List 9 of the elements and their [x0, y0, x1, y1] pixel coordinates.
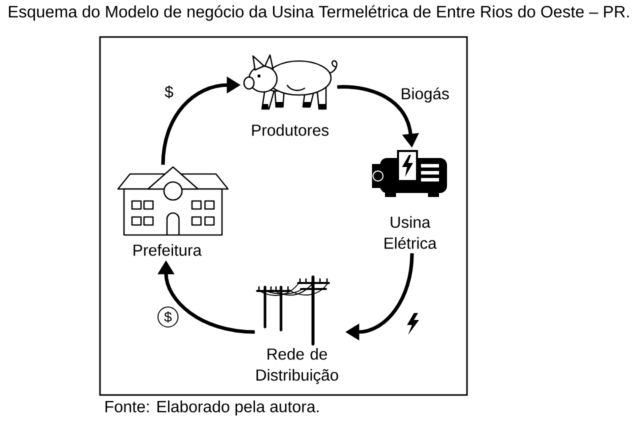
node-label: Prefeitura: [134, 244, 202, 256]
edge-label: $: [164, 84, 174, 100]
edge-label: Biogás: [400, 86, 450, 104]
caption: Fonte: Elaborado pela autora.: [106, 400, 319, 416]
edge-label: $: [158, 306, 178, 328]
node-label: Usina Elétrica: [384, 216, 437, 249]
node-label: Produtores: [252, 124, 329, 136]
title: Esquema do Modelo de negócio da Usina Termelétrica de Entre Rios do Oeste – PR.: [8, 5, 629, 21]
node-label: Rede de Distribuição: [256, 348, 338, 384]
